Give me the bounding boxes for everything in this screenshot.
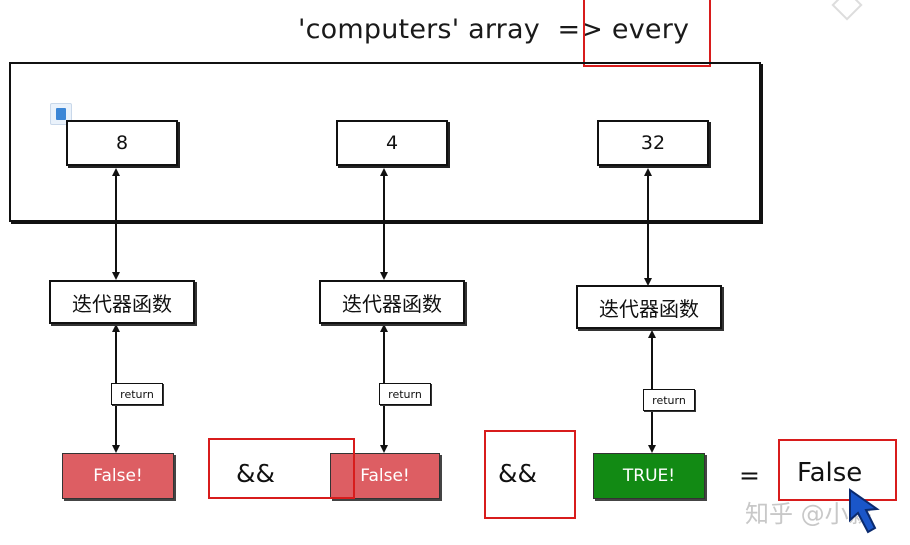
diagram-title: 'computers' array => every xyxy=(298,14,690,45)
array-value-2: 4 xyxy=(336,120,448,166)
iterator-function-3: 迭代器函数 xyxy=(576,285,722,329)
final-result-highlight xyxy=(778,439,897,501)
array-value-3: 32 xyxy=(597,120,709,166)
and-operator-highlight-1 xyxy=(208,438,355,499)
return-label-3: return xyxy=(643,389,695,411)
and-operator-highlight-2 xyxy=(484,430,576,519)
corner-logo-icon xyxy=(831,0,863,21)
iterator-function-2: 迭代器函数 xyxy=(319,280,465,324)
and-operator-2: && xyxy=(498,459,537,488)
return-label-1: return xyxy=(111,383,163,405)
result-false-1: False! xyxy=(62,453,174,499)
mouse-cursor-icon xyxy=(849,488,880,534)
final-result: False xyxy=(797,458,863,488)
result-false-2: False! xyxy=(330,453,440,499)
title-highlight-box xyxy=(583,0,711,67)
equals-sign: = xyxy=(739,461,760,490)
array-container xyxy=(9,62,761,222)
iterator-function-1: 迭代器函数 xyxy=(49,280,195,324)
return-label-2: return xyxy=(379,383,431,405)
document-icon[interactable] xyxy=(50,103,72,125)
result-true-3: TRUE! xyxy=(593,453,705,499)
and-operator-1: && xyxy=(236,459,275,488)
array-value-1: 8 xyxy=(66,120,178,166)
